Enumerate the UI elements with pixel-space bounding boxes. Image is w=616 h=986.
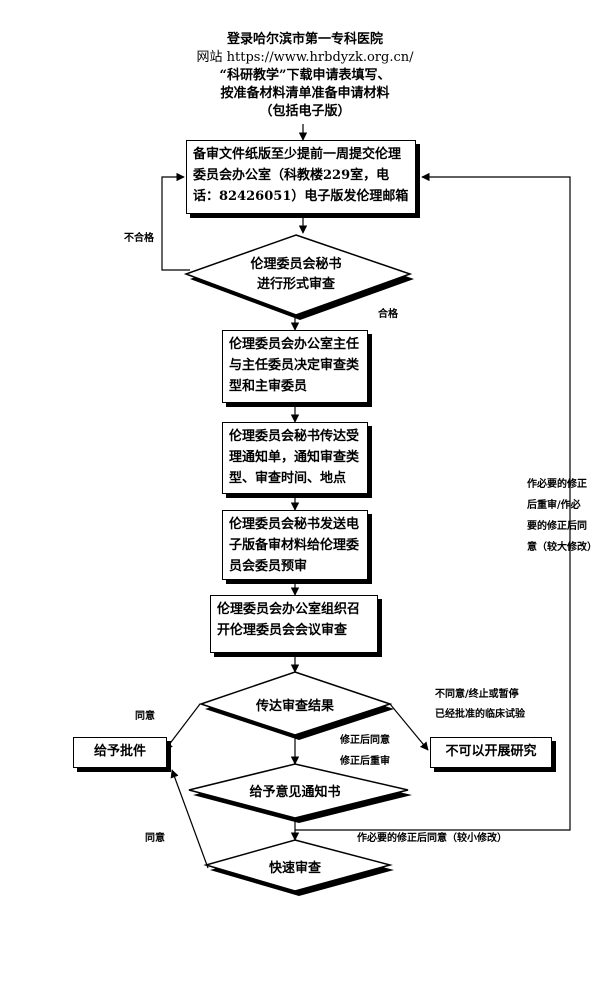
arrow-result-to-approve xyxy=(164,703,201,751)
decide-review-type-box: 伦理委员会办公室主任与主任委员决定审查类型和主审委员 xyxy=(222,330,368,403)
fast-review-label: 快速审查 xyxy=(268,861,321,876)
decide-review-type-text: 伦理委员会办公室主任与主任委员决定审查类型和主审委员 xyxy=(229,337,360,394)
header-line-3: “科研教学”下载申请表填写、 xyxy=(219,68,391,83)
notify-acceptance-box: 伦理委员会秘书传达受理通知单，通知审查类型、审查时间、地点 xyxy=(222,422,368,494)
committee-meeting-text: 伦理委员会办公室组织召开伦理委员会会议审查 xyxy=(217,602,361,638)
opinion-label: 给予意见通知书 xyxy=(249,785,341,800)
diamond-fast xyxy=(203,839,393,892)
header-line-2: 网站 https://www.hrbdyzk.org.cn/ xyxy=(196,50,414,65)
diamond-opinion xyxy=(188,763,409,819)
header-line-4: 按准备材料清单准备申请材料 xyxy=(220,86,390,101)
agree-bottom-label: 同意 xyxy=(145,833,165,844)
major-modify-line-3: 要的修正后同 xyxy=(527,521,587,532)
disagree-label-1: 不同意/终止或暂停 xyxy=(435,689,519,700)
loop-major-modification xyxy=(295,172,571,831)
approve-text: 给予批件 xyxy=(93,744,146,759)
formal-review-line-1: 伦理委员会秘书 xyxy=(250,257,342,272)
header-instructions: 登录哈尔滨市第一专科医院 网站 https://www.hrbdyzk.org.… xyxy=(170,31,440,121)
formal-review-label: 伦理委员会秘书 进行形式审查 xyxy=(236,255,356,295)
approve-box: 给予批件 xyxy=(73,737,167,768)
committee-meeting-box: 伦理委员会办公室组织召开伦理委员会会议审查 xyxy=(210,595,378,653)
modify-recheck-label: 修正后重审 xyxy=(340,756,390,767)
notify-acceptance-text: 伦理委员会秘书传达受理通知单，通知审查类型、审查时间、地点 xyxy=(229,429,360,486)
diamond-formal-review xyxy=(183,234,413,316)
disagree-label-2: 已经批准的临床试验 xyxy=(435,709,525,720)
send-materials-box: 伦理委员会秘书发送电子版备审材料给伦理委员会委员预审 xyxy=(222,510,368,580)
agree-left-label: 同意 xyxy=(135,711,155,722)
header-line-1: 登录哈尔滨市第一专科医院 xyxy=(226,32,383,47)
submit-documents-box: 备审文件纸版至少提前一周提交伦理委员会办公室（科教楼229室，电话：824260… xyxy=(186,140,416,214)
loop-unqualified xyxy=(161,172,190,271)
cannot-conduct-box: 不可以开展研究 xyxy=(430,737,552,768)
major-modify-label: 作必要的修正 后重审/作必 要的修正后同 意（较大修改） xyxy=(527,474,597,558)
unqualified-label: 不合格 xyxy=(124,233,154,244)
major-modify-line-1: 作必要的修正 xyxy=(527,479,587,490)
header-line-5: （包括电子版） xyxy=(259,104,351,119)
formal-review-line-2: 进行形式审查 xyxy=(256,277,335,292)
major-modify-line-2: 后重审/作必 xyxy=(527,500,581,511)
send-materials-text: 伦理委员会秘书发送电子版备审材料给伦理委员会委员预审 xyxy=(229,517,360,574)
minor-modify-label: 作必要的修正后同意（较小修改） xyxy=(357,833,507,844)
submit-documents-text: 备审文件纸版至少提前一周提交伦理委员会办公室（科教楼229室，电话：824260… xyxy=(193,147,409,204)
major-modify-line-4: 意（较大修改） xyxy=(527,542,597,553)
modify-agree-label: 修正后同意 xyxy=(340,735,390,746)
diamond-result xyxy=(198,671,393,736)
qualified-label: 合格 xyxy=(378,309,398,320)
cannot-conduct-text: 不可以开展研究 xyxy=(445,744,537,759)
result-label: 传达审查结果 xyxy=(255,699,334,714)
arrow-fast-to-approve xyxy=(170,769,209,869)
arrow-result-to-cannot xyxy=(389,703,429,751)
